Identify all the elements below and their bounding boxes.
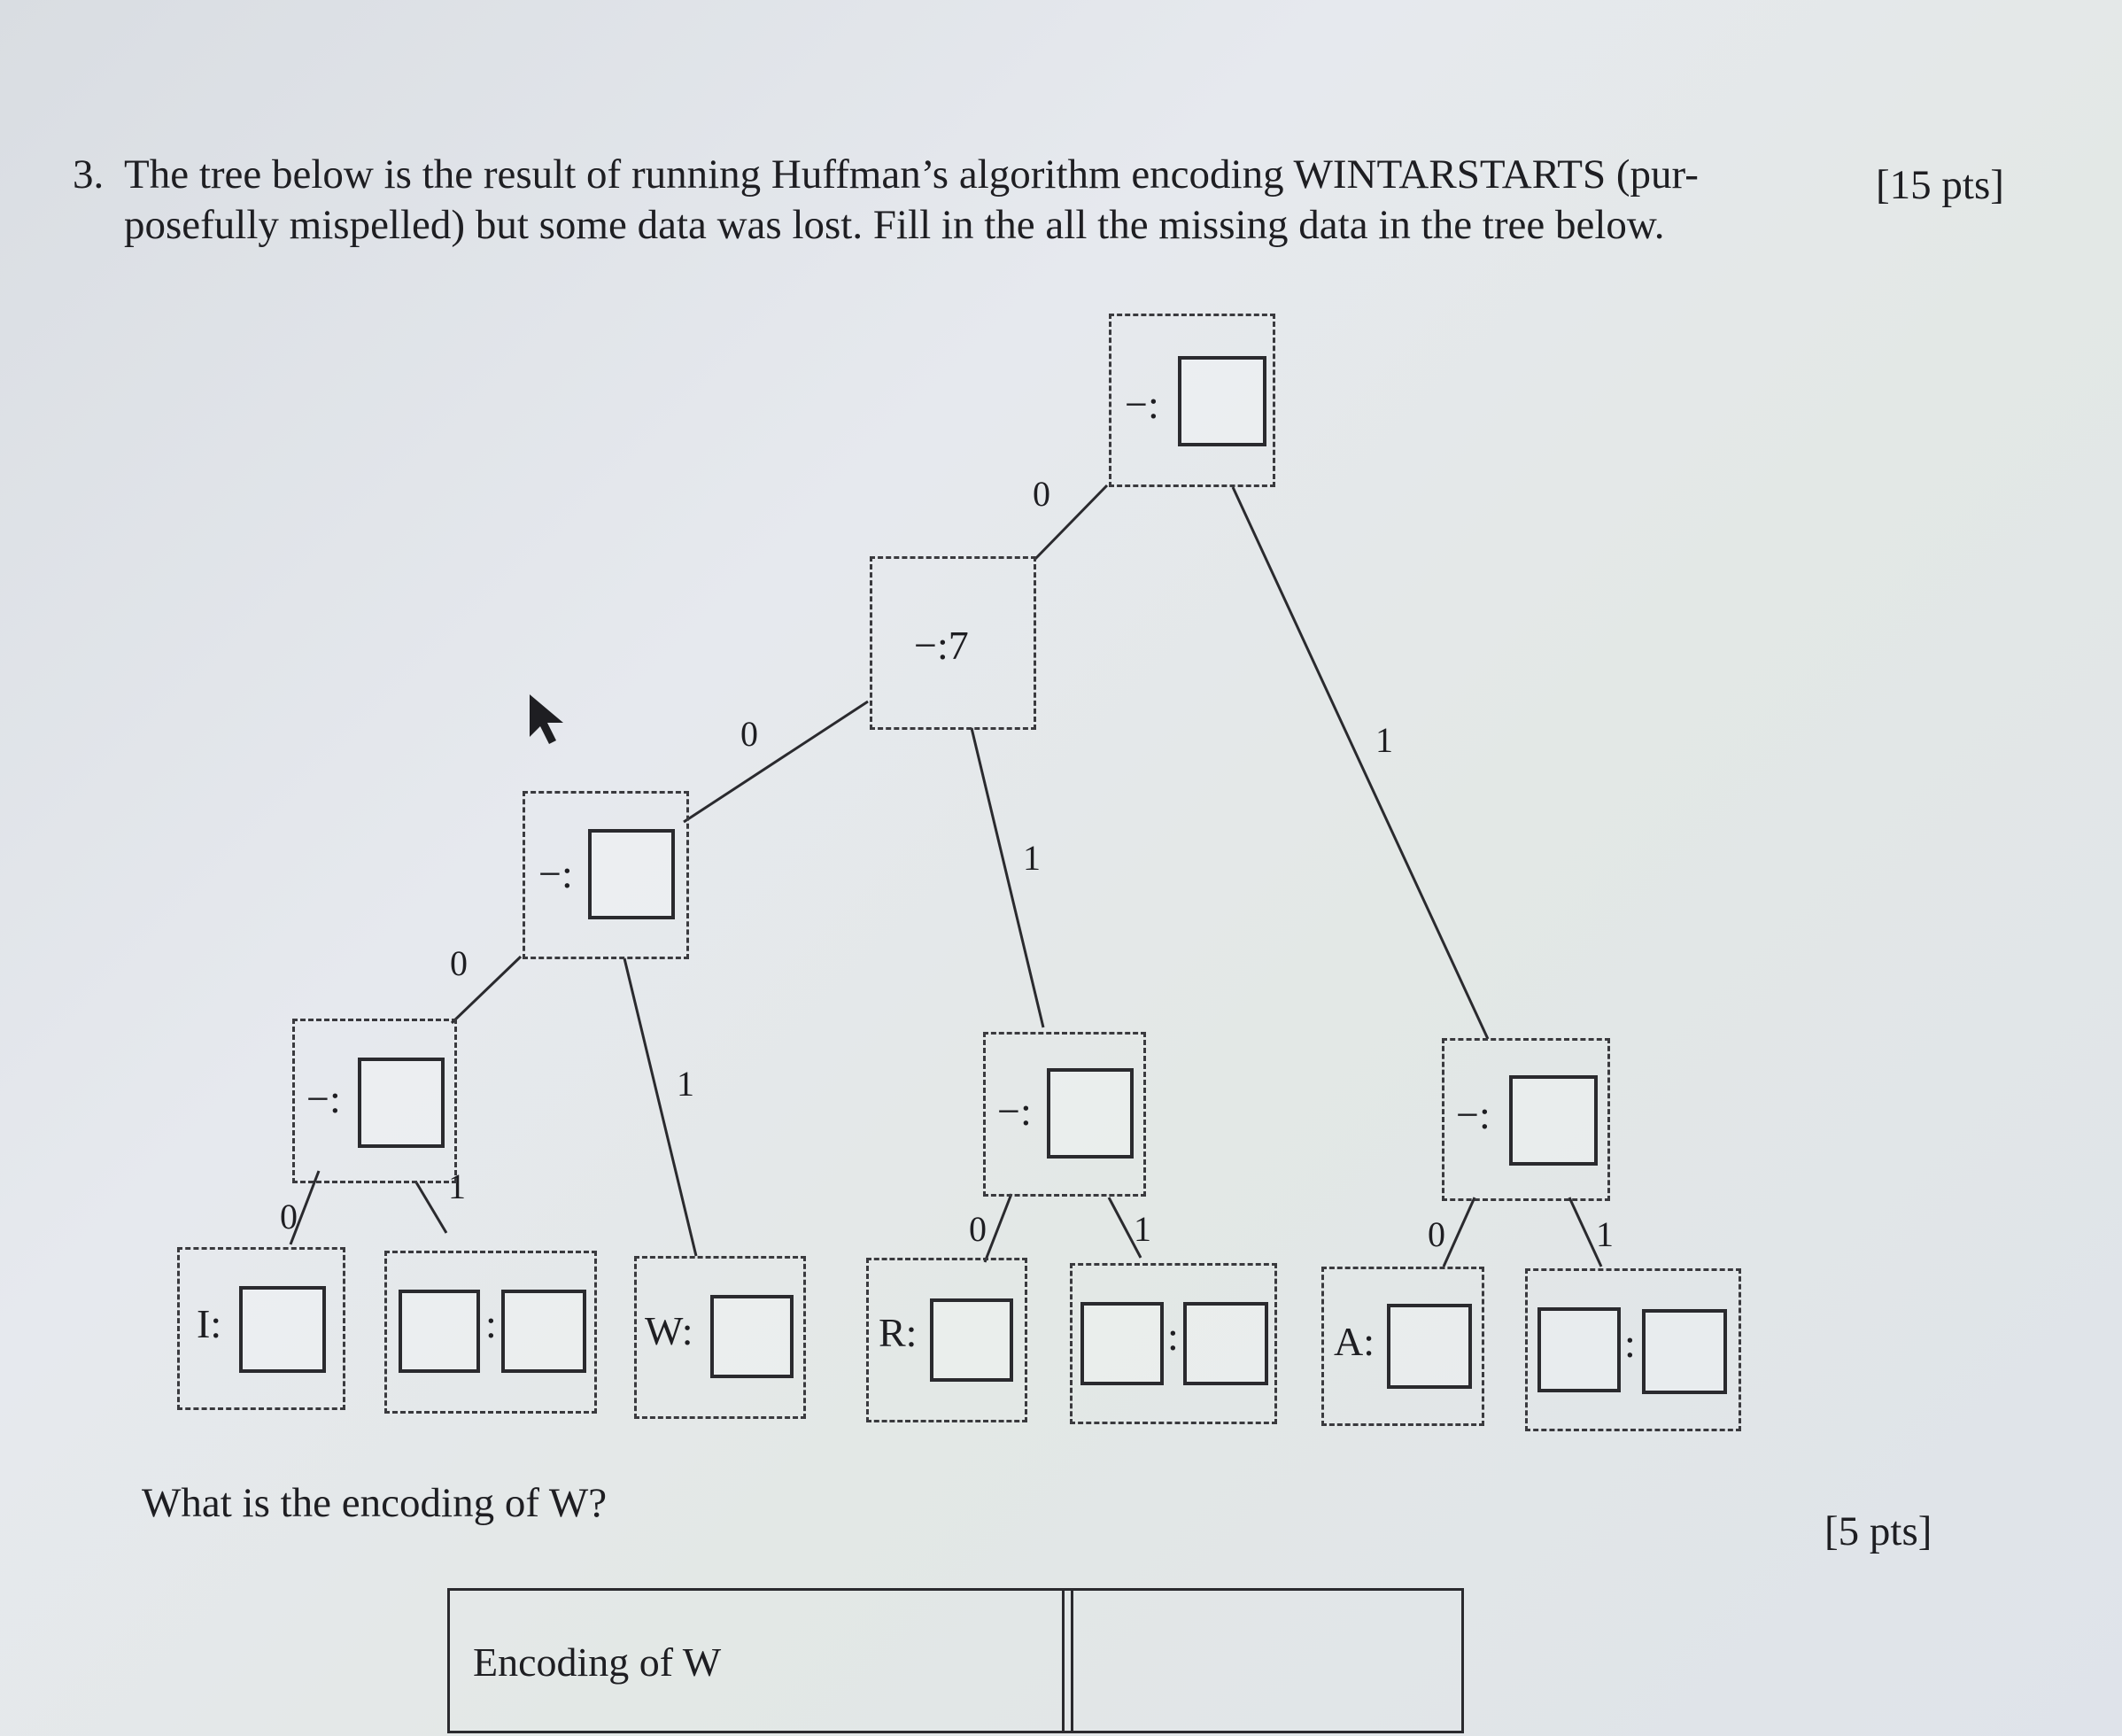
leaf-i [177,1247,345,1410]
tree-node-r [1442,1038,1610,1201]
edge-lr-left [983,1193,1013,1263]
edge-label-lr-left: 0 [969,1209,987,1249]
leaf-r-label: R: [879,1310,918,1355]
tree-node-lll-weight-box[interactable] [358,1058,445,1148]
leaf-unknown-1-weight-box[interactable] [501,1290,586,1373]
tree-node-root-weight-box[interactable] [1178,356,1266,446]
leaf-unknown-3 [1525,1268,1741,1431]
question-points: [15 pts] [1876,162,2004,208]
edge-left-right [970,727,1045,1028]
mouse-cursor-icon [530,694,563,744]
tree-node-lr-label: −: [997,1089,1032,1134]
encoding-table-divider-2 [1071,1588,1073,1733]
tree-node-lr [983,1032,1146,1197]
edge-root-left [1033,484,1109,562]
edge-r-right [1568,1197,1603,1267]
encoding-table [447,1588,1464,1733]
edge-label-lll-right: 1 [448,1166,466,1206]
leaf-unknown-1-symbol-box[interactable] [399,1290,480,1373]
question-text-line1: The tree below is the result of running … [124,151,1699,198]
edge-left-left [683,700,869,824]
leaf-a [1321,1267,1484,1426]
leaf-unknown-1 [384,1251,597,1414]
edge-label-root-right: 1 [1375,720,1393,760]
edge-label-lr-right: 1 [1134,1209,1151,1249]
edge-label-r-right: 1 [1596,1214,1614,1254]
leaf-a-weight-box[interactable] [1387,1304,1472,1389]
leaf-r-weight-box[interactable] [930,1298,1013,1382]
tree-node-ll-label: −: [538,851,573,896]
leaf-unknown-2-colon: : [1167,1314,1179,1359]
tree-node-r-label: −: [1456,1092,1491,1137]
tree-node-left-label: −:7 [914,623,969,668]
edge-r-left [1442,1197,1476,1267]
edge-lll-right [414,1182,448,1234]
leaf-w-weight-box[interactable] [710,1295,794,1378]
leaf-unknown-1-colon: : [485,1301,497,1346]
tree-node-root [1109,314,1275,487]
edge-root-right [1231,486,1490,1040]
leaf-unknown-3-weight-box[interactable] [1642,1309,1727,1394]
encoding-table-divider [1062,1588,1065,1733]
encoding-answer-cell[interactable] [1075,1591,1460,1731]
tree-node-ll-weight-box[interactable] [588,829,675,919]
leaf-a-label: A: [1334,1319,1375,1364]
edge-label-left-left: 0 [740,714,758,754]
tree-node-root-label: −: [1125,382,1159,427]
tree-node-lr-weight-box[interactable] [1047,1068,1134,1159]
subquestion-points: [5 pts] [1824,1508,1932,1554]
leaf-i-weight-box[interactable] [239,1286,326,1373]
tree-node-ll [523,791,689,959]
tree-node-r-weight-box[interactable] [1509,1075,1598,1166]
leaf-unknown-3-colon: : [1624,1321,1636,1366]
question-number: 3. [73,151,105,198]
edge-label-lll-left: 0 [280,1197,298,1236]
edge-label-left-right: 1 [1023,838,1041,878]
edge-label-root-left: 0 [1033,474,1050,514]
edge-label-r-left: 0 [1428,1214,1445,1254]
leaf-i-label: I: [197,1301,222,1346]
leaf-w-label: W: [645,1308,693,1353]
edge-ll-right [623,957,698,1257]
question-text-line2: posefully mispelled) but some data was l… [124,202,1665,248]
leaf-unknown-2 [1070,1263,1277,1424]
leaf-r [866,1258,1027,1422]
tree-node-lll [292,1019,457,1183]
edge-ll-left [450,955,523,1025]
edge-label-ll-right: 1 [677,1064,694,1104]
subquestion-text: What is the encoding of W? [142,1480,608,1526]
leaf-unknown-3-symbol-box[interactable] [1537,1307,1621,1392]
edge-lr-right [1107,1197,1142,1259]
leaf-unknown-2-weight-box[interactable] [1183,1302,1268,1385]
leaf-unknown-2-symbol-box[interactable] [1080,1302,1164,1385]
edge-label-ll-left: 0 [450,943,468,983]
leaf-w [634,1256,806,1419]
tree-node-lll-label: −: [306,1076,341,1121]
encoding-table-label: Encoding of W [473,1639,722,1685]
tree-node-left [870,556,1036,730]
